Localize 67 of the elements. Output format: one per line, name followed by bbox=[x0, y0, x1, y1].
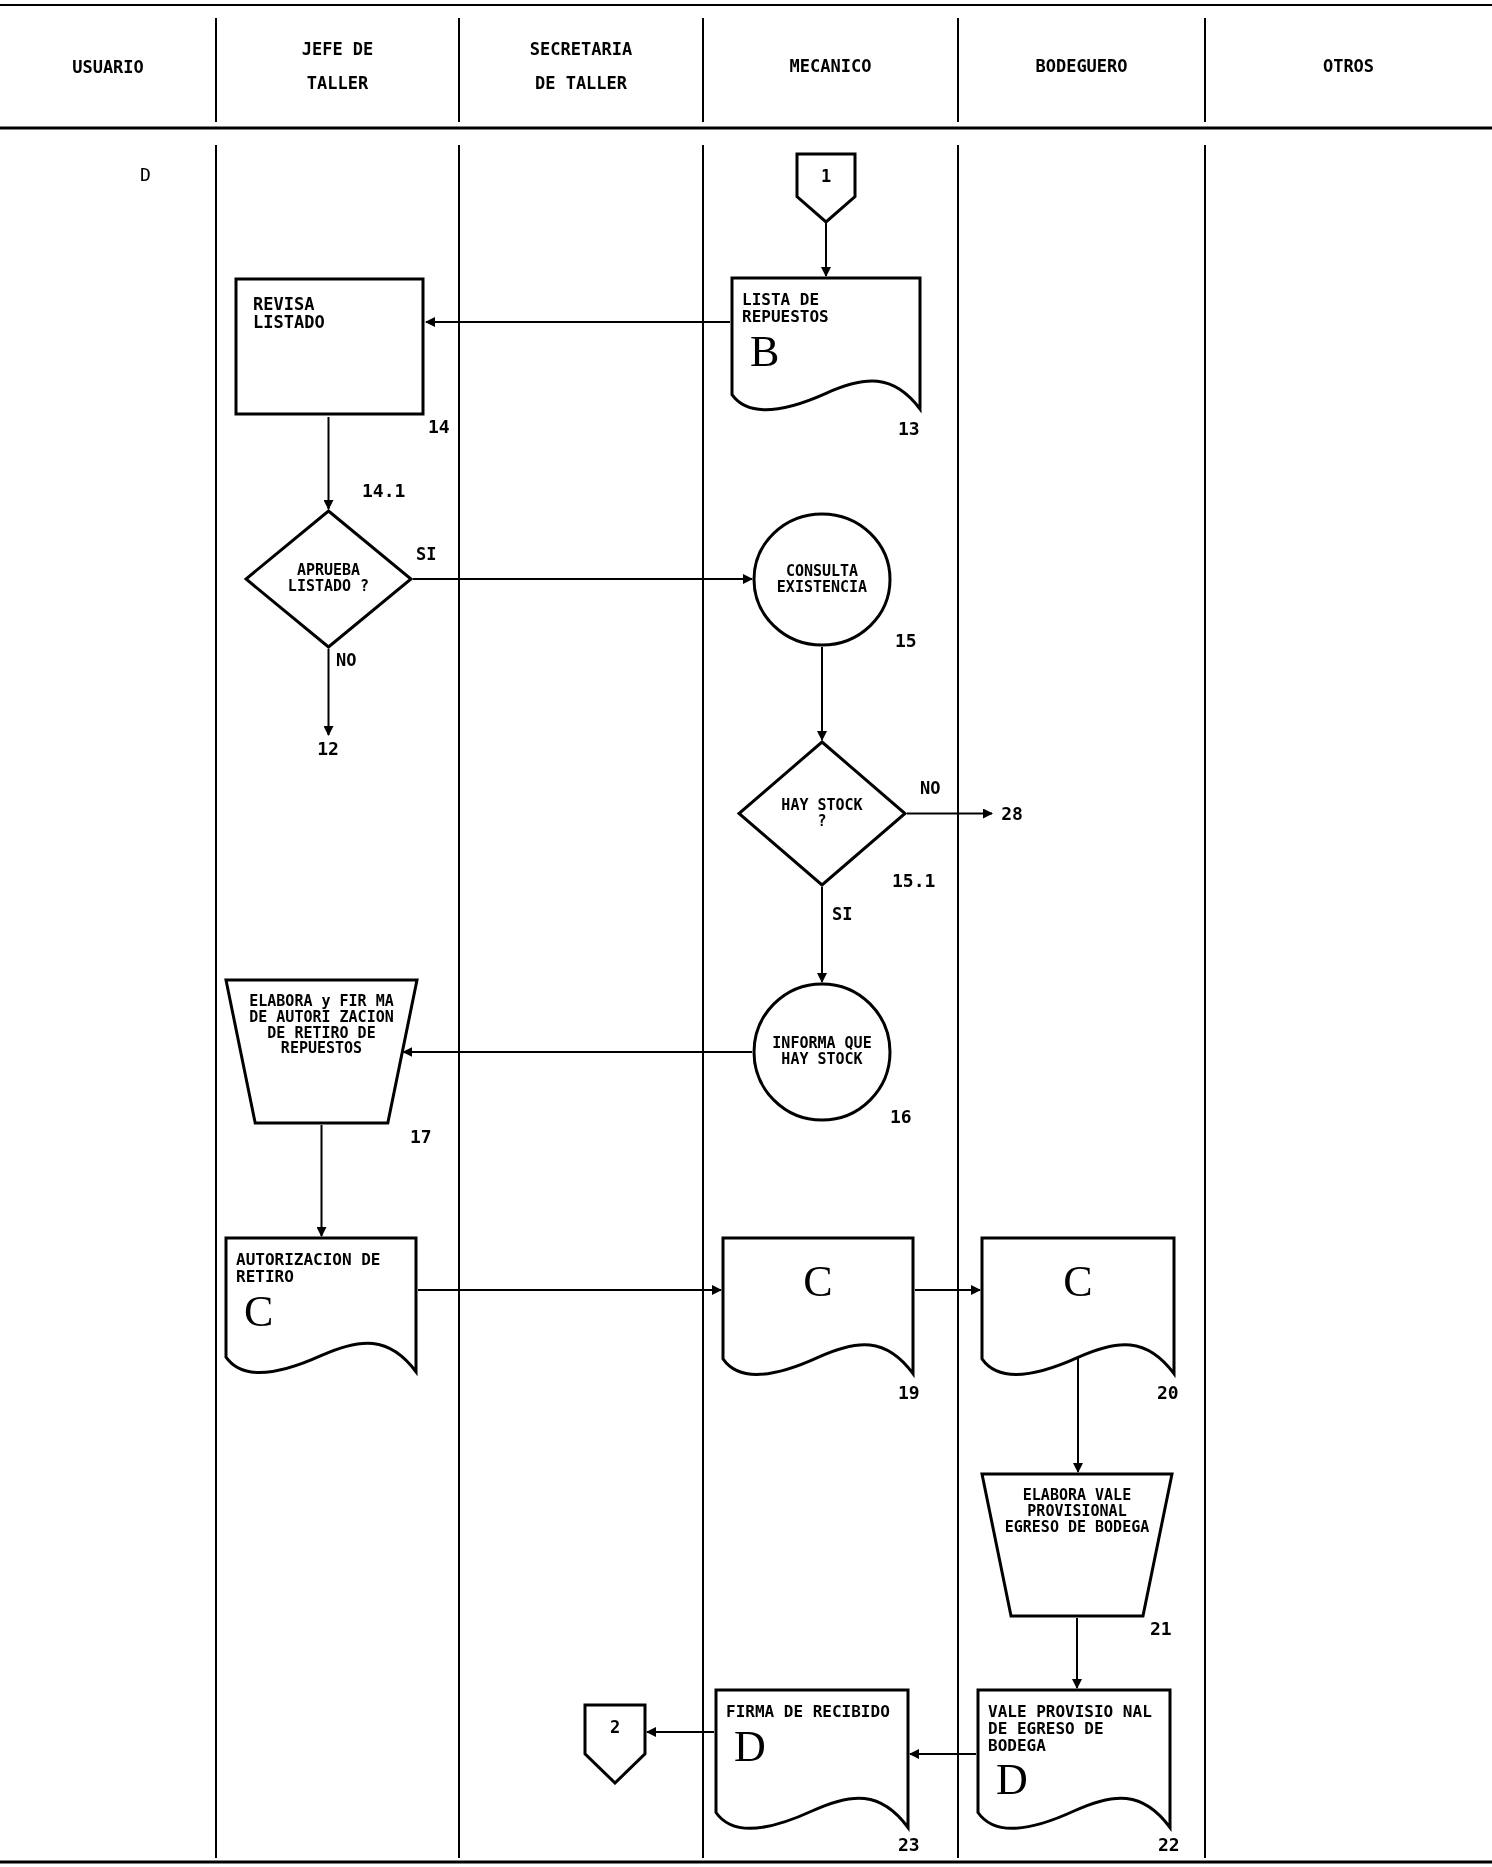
arrow bbox=[909, 1749, 977, 1759]
process-circle bbox=[752, 982, 892, 1122]
manual-operation-trapezoid bbox=[224, 978, 419, 1125]
arrow bbox=[1072, 1617, 1082, 1689]
lane-header: OTROS bbox=[1322, 55, 1375, 78]
node-label: APRUEBA LISTADO ? bbox=[286, 563, 371, 595]
step-number: 21 bbox=[1150, 1620, 1172, 1638]
node-label: FIRMA DE RECIBIDO bbox=[726, 1704, 890, 1721]
document-code: D bbox=[996, 1758, 1028, 1803]
arrow bbox=[323, 648, 334, 736]
process-circle bbox=[752, 512, 892, 647]
step-number: 15.1 bbox=[892, 872, 936, 890]
arrow bbox=[817, 646, 827, 741]
node-label: REVISA LISTADO bbox=[253, 296, 326, 332]
node-label: CONSULTA EXISTENCIA bbox=[775, 563, 869, 596]
reference-number: 28 bbox=[992, 800, 1032, 828]
arrow bbox=[417, 1285, 722, 1295]
arrow bbox=[906, 808, 993, 819]
edge-label: NO bbox=[918, 780, 943, 797]
step-number: 23 bbox=[898, 1836, 920, 1854]
step-number: 20 bbox=[1157, 1384, 1179, 1402]
node-label: ELABORA VALE PROVISIONAL EGRESO DE BODEGA bbox=[1003, 1488, 1151, 1536]
lane-header: MECANICO bbox=[789, 55, 872, 78]
document-code: C bbox=[1063, 1260, 1093, 1304]
reference-number: 12 bbox=[310, 735, 346, 763]
node-label: HAY STOCK ? bbox=[780, 797, 864, 830]
node-label: VALE PROVISIO NAL DE EGRESO DE BODEGA bbox=[988, 1704, 1153, 1755]
node-label: ELABORA y FIR MA DE AUTORI ZACION DE RETIRO DE REPUESTOS bbox=[248, 994, 395, 1057]
process-box bbox=[233, 276, 426, 417]
edge-label: SI bbox=[414, 546, 439, 563]
edge-label: NO bbox=[334, 652, 359, 669]
node-label: 1 bbox=[820, 168, 832, 186]
decision-diamond bbox=[244, 509, 413, 649]
step-number: 13 bbox=[898, 420, 920, 438]
lane-header: BODEGUERO bbox=[1035, 55, 1128, 78]
lane-header: USUARIO bbox=[72, 56, 144, 79]
node-label: 2 bbox=[609, 1719, 621, 1737]
step-number: 15 bbox=[895, 632, 917, 650]
lane-header: SECRETARIA DE TALLER bbox=[528, 38, 634, 95]
edge-label: SI bbox=[830, 906, 855, 923]
lane-header: JEFE DE TALLER bbox=[300, 38, 375, 95]
arrow bbox=[412, 574, 753, 584]
stray-letter: D bbox=[140, 166, 151, 184]
arrow bbox=[914, 1285, 981, 1295]
node-label: LISTA DE REPUESTOS bbox=[742, 292, 830, 326]
step-number: 14.1 bbox=[362, 482, 406, 500]
step-number: 14 bbox=[428, 418, 450, 436]
arrow bbox=[402, 1047, 753, 1057]
document-code: C bbox=[803, 1260, 833, 1304]
step-number: 22 bbox=[1158, 1836, 1180, 1854]
step-number: 19 bbox=[898, 1384, 920, 1402]
arrow bbox=[316, 1124, 327, 1237]
node-label: AUTORIZACION DE RETIRO bbox=[236, 1252, 382, 1286]
document-code: B bbox=[750, 329, 780, 374]
step-number: 16 bbox=[890, 1108, 912, 1126]
arrow bbox=[821, 221, 831, 277]
offpage-connector bbox=[583, 1703, 647, 1785]
arrow bbox=[323, 416, 334, 510]
arrow bbox=[817, 886, 827, 983]
node-label: INFORMA QUE HAY STOCK bbox=[771, 1036, 873, 1068]
step-number: 17 bbox=[410, 1128, 432, 1146]
document-code: C bbox=[244, 1289, 274, 1334]
offpage-connector bbox=[795, 152, 857, 224]
document-code: D bbox=[734, 1724, 766, 1769]
arrow bbox=[425, 317, 731, 327]
manual-operation-trapezoid bbox=[980, 1472, 1174, 1618]
arrow bbox=[646, 1727, 715, 1737]
